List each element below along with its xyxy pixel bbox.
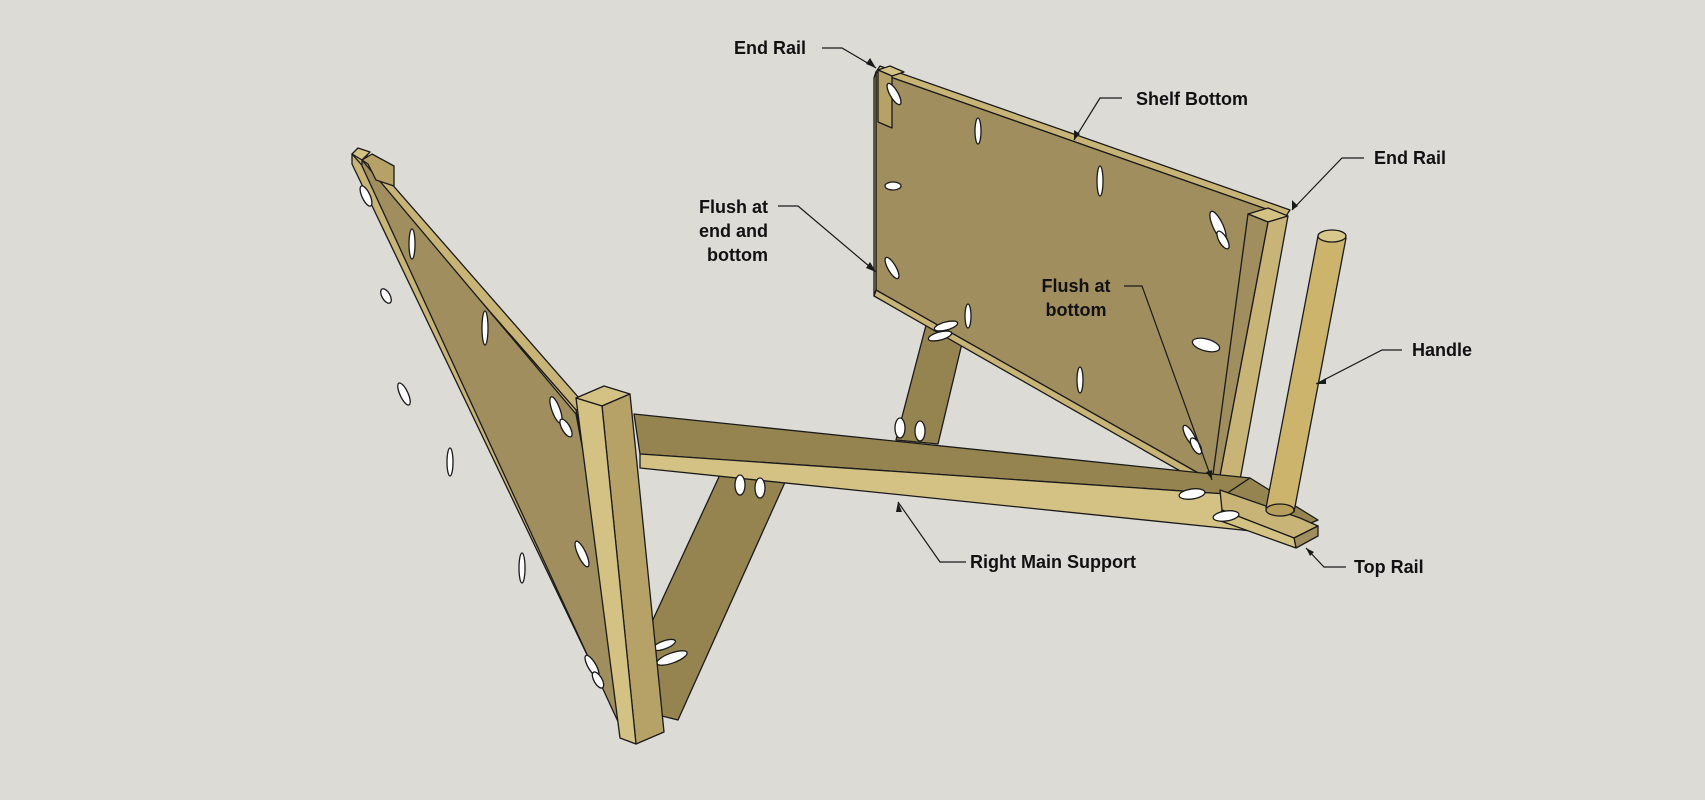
label-flush-bottom: Flush at bottom <box>1030 274 1122 322</box>
arrowhead <box>1292 200 1298 210</box>
leader-top-rail <box>1305 547 1346 568</box>
right-main-support <box>633 413 1319 537</box>
pocket-hole <box>974 117 982 145</box>
arrowhead <box>1306 548 1314 556</box>
arrowhead <box>1316 378 1326 384</box>
leader-handle <box>1315 349 1402 385</box>
pocket-hole <box>886 82 902 106</box>
arrowhead <box>1206 470 1212 480</box>
label-line: Flush at <box>698 197 768 217</box>
pocket-hole <box>408 228 416 260</box>
label-line: Flush at <box>1041 276 1111 296</box>
label-top-rail: Top Rail <box>1354 557 1424 577</box>
leader-flush-end-bottom <box>778 205 877 273</box>
leader-flush-bottom <box>1124 285 1213 481</box>
pocket-hole <box>914 420 926 442</box>
pocket-hole <box>894 417 906 439</box>
leader-shelf-bottom <box>1073 97 1122 141</box>
pocket-hole <box>518 552 526 584</box>
pocket-hole <box>933 320 959 332</box>
pocket-hole <box>446 447 454 477</box>
handle <box>1265 229 1347 517</box>
pocket-hole <box>380 288 392 304</box>
pocket-hole <box>1096 165 1104 197</box>
pocket-hole <box>1191 337 1221 353</box>
pocket-hole <box>397 382 411 406</box>
arrowhead <box>866 58 876 68</box>
pocket-hole <box>359 185 373 207</box>
pocket-hole <box>481 310 489 346</box>
leader-right-main-support <box>897 501 966 563</box>
pocket-hole <box>1216 230 1230 250</box>
label-line: end and <box>698 221 768 241</box>
pocket-hole <box>927 330 953 342</box>
left-shelf-panel <box>351 147 641 733</box>
arrowhead <box>896 502 902 512</box>
right-panel-pocket-holes <box>884 82 1230 455</box>
pocket-hole <box>734 474 746 496</box>
leader-arrowheads <box>866 58 1326 556</box>
leader-end-rail-right <box>1291 157 1364 211</box>
front-left-post <box>575 385 665 745</box>
pocket-hole <box>1076 366 1084 394</box>
arrowhead <box>1074 130 1080 140</box>
label-line: bottom <box>707 245 768 265</box>
label-line: bottom <box>1045 300 1107 320</box>
left-panel-pocket-holes <box>359 185 605 689</box>
support-pocket-holes <box>651 320 1240 666</box>
pocket-hole <box>964 303 972 329</box>
pocket-hole <box>1178 488 1206 500</box>
pocket-hole <box>591 671 605 689</box>
label-handle: Handle <box>1412 340 1473 360</box>
label-end-rail-right: End Rail <box>1374 148 1447 168</box>
leader-lines <box>778 47 1402 568</box>
pocket-hole <box>574 540 590 568</box>
pocket-hole <box>884 181 902 191</box>
pocket-hole <box>559 418 573 438</box>
end-rail-right <box>1211 207 1289 487</box>
label-right-main-support: Right Main Support <box>970 552 1136 572</box>
label-shelf-bottom: Shelf Bottom <box>1136 89 1248 109</box>
pocket-hole <box>884 256 900 280</box>
right-shelf-panel <box>873 65 1291 489</box>
arrowhead <box>866 262 876 272</box>
label-end-rail-top: End Rail <box>734 38 807 58</box>
leader-end-rail-top <box>822 47 877 69</box>
pocket-hole <box>1212 510 1240 522</box>
label-flush-end-bottom: Flush at end and bottom <box>676 195 768 267</box>
pocket-hole <box>754 477 766 499</box>
